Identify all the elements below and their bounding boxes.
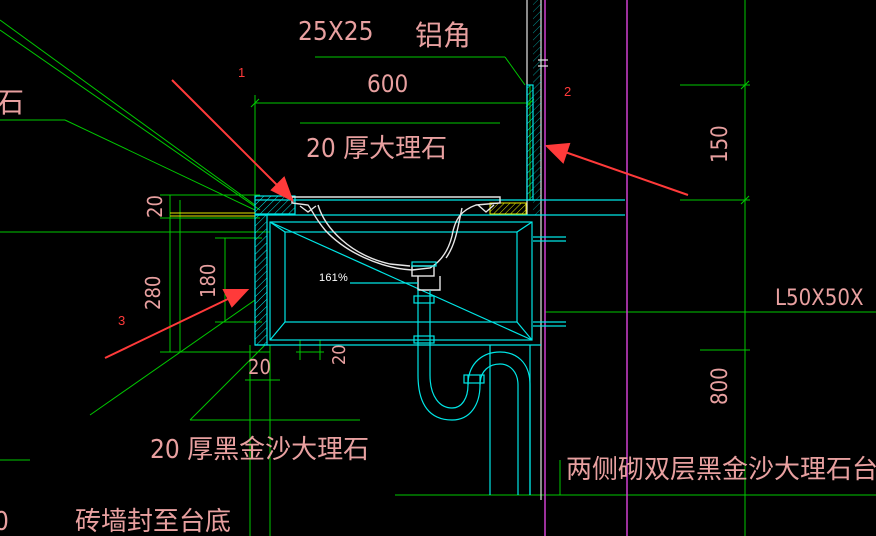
label-brick-wall: 砖墙封至台底 [75, 507, 231, 536]
arrow-1 [171, 79, 294, 203]
annotation-labels: 25X25 铝角 600 20 厚大理石 石 20 280 180 20 20 … [0, 17, 876, 536]
callout-label-1: 1 [238, 65, 245, 80]
label-side-marble: 两侧砌双层黑金沙大理石台板 [566, 455, 876, 485]
label-left-edge-partial: 0 [0, 507, 9, 536]
label-dim-800: 800 [708, 367, 733, 405]
basin [291, 196, 501, 291]
zoom-level-indicator: 161% [319, 272, 348, 284]
callout-label-3: 3 [118, 313, 125, 328]
counter-outline [254, 84, 625, 495]
label-front-marble: 20 厚黑金沙大理石 [150, 435, 369, 465]
label-angle-steel: L50X50X [775, 286, 864, 311]
label-dim-150: 150 [708, 125, 733, 163]
drain-pipe [350, 261, 531, 495]
arrow-2 [544, 142, 689, 196]
label-dim-20-top: 20 [143, 195, 167, 218]
edge-trim [170, 202, 527, 217]
label-dim-180: 180 [196, 264, 220, 298]
arrow-3 [104, 289, 250, 359]
label-aluminium-corner: 铝角 [415, 19, 471, 52]
label-top-marble: 20 厚大理石 [306, 134, 447, 164]
label-left-partial: 石 [0, 86, 24, 119]
label-dim-20-bottom: 20 [248, 355, 271, 379]
label-aluminium-size: 25X25 [298, 17, 374, 47]
callout-label-2: 2 [564, 84, 571, 99]
reference-lines [544, 0, 628, 536]
callout-arrows [104, 79, 689, 359]
label-width-600: 600 [367, 70, 408, 98]
label-dim-20-small: 20 [329, 344, 350, 365]
label-dim-280: 280 [141, 276, 165, 310]
